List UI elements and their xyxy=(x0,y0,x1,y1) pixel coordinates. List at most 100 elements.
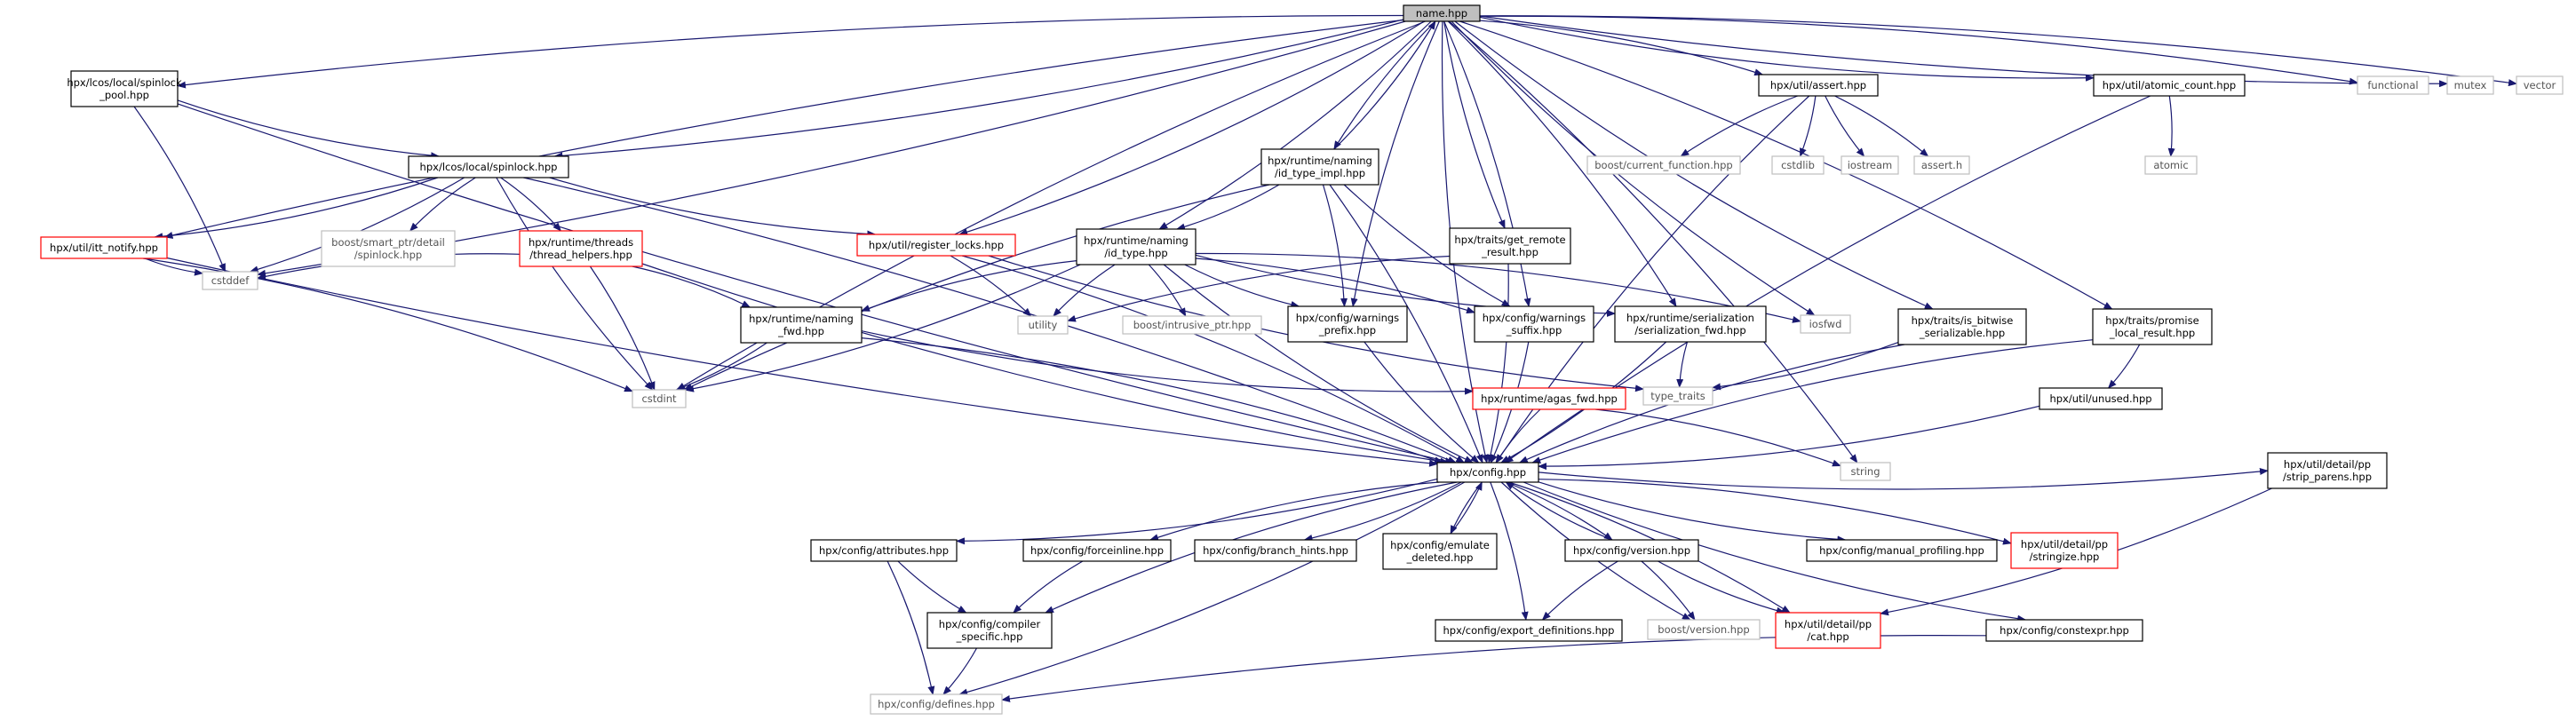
edge-name-to-id_type_impl xyxy=(1333,20,1436,150)
node-cstdint: cstdint xyxy=(632,389,687,408)
node-unused[interactable]: hpx/util/unused.hpp xyxy=(2039,387,2163,410)
edge-name-to-warnings_suffix xyxy=(1443,20,1531,307)
node-box xyxy=(1841,155,1899,175)
node-box xyxy=(1403,4,1481,22)
node-label: hpx/util/register_locks.hpp xyxy=(869,239,1004,251)
edge-id_type-to-intrusive_ptr xyxy=(1148,264,1187,317)
node-label: hpx/config/warnings xyxy=(1296,312,1399,324)
node-label: boost/intrusive_ptr.hpp xyxy=(1133,319,1252,331)
node-manual-profiling[interactable]: hpx/config/manual_profiling.hpp xyxy=(1806,539,1998,562)
edge-attributes-to-compiler_specific xyxy=(897,560,967,614)
edge-name-to-serialization_fwd xyxy=(1447,20,1677,307)
node-label: iostream xyxy=(1848,159,1893,171)
node-version[interactable]: hpx/config/version.hpp xyxy=(1564,539,1699,562)
node-box xyxy=(1897,308,2027,345)
node-export-definitions[interactable]: hpx/config/export_definitions.hpp xyxy=(1435,619,1623,642)
node-warnings-suffix[interactable]: hpx/config/warnings_suffix.hpp xyxy=(1474,305,1594,343)
node-box xyxy=(2093,74,2246,97)
node-warnings-prefix[interactable]: hpx/config/warnings_prefix.hpp xyxy=(1287,305,1408,343)
edge-promise_local-to-config xyxy=(1531,339,2094,464)
node-spinlock-pool[interactable]: hpx/lcos/local/spinlock_pool.hpp xyxy=(67,70,182,107)
node-box xyxy=(321,230,456,267)
edge-serialization_fwd-to-type_traits xyxy=(1676,341,1689,388)
edge-name-to-itt_notify xyxy=(163,19,1404,239)
node-box xyxy=(519,230,643,267)
node-box xyxy=(1586,155,1741,175)
node-label: hpx/runtime/naming xyxy=(1084,234,1189,247)
node-label: string xyxy=(1850,465,1880,478)
node-iostream: iostream xyxy=(1841,155,1899,175)
node-box xyxy=(202,271,258,290)
node-strip-parens[interactable]: hpx/util/detail/pp/strip_parens.hpp xyxy=(2267,452,2388,489)
node-box xyxy=(2039,387,2163,410)
node-label: hpx/util/unused.hpp xyxy=(2049,392,2151,405)
edge-id_type-to-warnings_prefix xyxy=(1184,264,1300,308)
node-spinlock[interactable]: hpx/lcos/local/spinlock.hpp xyxy=(408,155,569,178)
node-label: hpx/runtime/naming xyxy=(749,313,854,325)
node-label: hpx/config/constexpr.hpp xyxy=(2000,624,2129,637)
edge-id_type_impl-to-config xyxy=(1329,184,1483,464)
node-constexpr[interactable]: hpx/config/constexpr.hpp xyxy=(1985,619,2143,642)
edge-version-to-export_definitions xyxy=(1541,560,1618,621)
node-agas-fwd[interactable]: hpx/runtime/agas_fwd.hpp xyxy=(1472,387,1626,410)
node-stringize[interactable]: hpx/util/detail/pp/stringize.hpp xyxy=(2010,532,2119,569)
node-label: _result.hpp xyxy=(1481,246,1538,258)
edge-spinlock-to-register_locks xyxy=(549,177,877,238)
node-label: cstdlib xyxy=(1781,159,1815,171)
node-vector: vector xyxy=(2516,75,2564,95)
edge-spinlock_pool-to-spinlock xyxy=(177,99,441,160)
node-compiler-specific[interactable]: hpx/config/compiler_specific.hpp xyxy=(926,612,1053,649)
node-cat[interactable]: hpx/util/detail/pp/cat.hpp xyxy=(1775,612,1881,649)
edge-assert-to-assert_h xyxy=(1834,95,1929,157)
edge-config-to-strip_parens xyxy=(1538,468,2269,490)
edge-name-to-string xyxy=(1448,20,1858,464)
node-assert[interactable]: hpx/util/assert.hpp xyxy=(1758,74,1879,97)
node-label: _specific.hpp xyxy=(956,630,1023,643)
node-label: /serialization_fwd.hpp xyxy=(1634,324,1745,337)
edge-thread_helpers-to-cstdint xyxy=(589,265,656,391)
edge-get_remote_result-to-config xyxy=(1487,263,1509,464)
edge-id_type-to-cstdint xyxy=(685,264,1081,392)
node-get-remote-result[interactable]: hpx/traits/get_remote_result.hpp xyxy=(1449,227,1571,265)
edge-spinlock-to-thread_helpers xyxy=(500,177,562,232)
node-serialization-fwd[interactable]: hpx/runtime/serialization/serialization_… xyxy=(1614,305,1767,343)
node-label: hpx/runtime/agas_fwd.hpp xyxy=(1481,392,1618,405)
node-emulate-deleted[interactable]: hpx/config/emulate_deleted.hpp xyxy=(1382,533,1498,570)
edge-id_type-to-utility xyxy=(1053,264,1116,317)
node-branch-hints[interactable]: hpx/config/branch_hints.hpp xyxy=(1194,539,1357,562)
node-name[interactable]: name.hpp xyxy=(1403,4,1481,22)
node-naming-fwd[interactable]: hpx/runtime/naming_fwd.hpp xyxy=(740,306,863,344)
edge-assert-to-iostream xyxy=(1825,95,1865,157)
node-promise-local[interactable]: hpx/traits/promise_local_result.hpp xyxy=(2092,308,2213,345)
edge-name-to-assert xyxy=(1479,20,1764,76)
node-label: hpx/traits/promise xyxy=(2105,314,2198,327)
node-id-type-impl[interactable]: hpx/runtime/naming/id_type_impl.hpp xyxy=(1260,148,1379,186)
node-label: mutex xyxy=(2454,79,2487,91)
node-label: hpx/lcos/local/spinlock xyxy=(67,76,182,89)
edge-name-to-get_remote_result xyxy=(1443,20,1506,229)
node-thread-helpers[interactable]: hpx/runtime/threads/thread_helpers.hpp xyxy=(519,230,643,267)
node-forceinline[interactable]: hpx/config/forceinline.hpp xyxy=(1022,539,1172,562)
node-is-bitwise[interactable]: hpx/traits/is_bitwise_serializable.hpp xyxy=(1897,308,2027,345)
edge-agas_fwd-to-string xyxy=(1595,408,1841,467)
node-label: vector xyxy=(2524,79,2556,91)
node-box xyxy=(1800,314,1851,334)
node-atomic-count[interactable]: hpx/util/atomic_count.hpp xyxy=(2093,74,2246,97)
edge-config-to-version xyxy=(1506,481,1613,541)
node-label: hpx/config.hpp xyxy=(1450,466,1526,479)
node-label: hpx/config/branch_hints.hpp xyxy=(1203,544,1348,557)
edge-id_type_impl-to-warnings_suffix xyxy=(1343,184,1511,307)
node-id-type[interactable]: hpx/runtime/naming/id_type.hpp xyxy=(1076,228,1197,265)
node-box xyxy=(1076,228,1197,265)
node-config[interactable]: hpx/config.hpp xyxy=(1436,462,1539,483)
node-register-locks[interactable]: hpx/util/register_locks.hpp xyxy=(856,234,1016,257)
node-label: hpx/config/forceinline.hpp xyxy=(1030,544,1164,557)
node-attributes[interactable]: hpx/config/attributes.hpp xyxy=(810,539,958,562)
node-label: /stringize.hpp xyxy=(2030,551,2100,563)
node-itt-notify[interactable]: hpx/util/itt_notify.hpp xyxy=(40,236,168,259)
edge-config-to-export_definitions xyxy=(1490,481,1529,621)
node-box xyxy=(810,539,958,562)
edge-naming_fwd-to-cstdint xyxy=(675,342,767,391)
node-label: hpx/config/compiler xyxy=(939,618,1041,630)
